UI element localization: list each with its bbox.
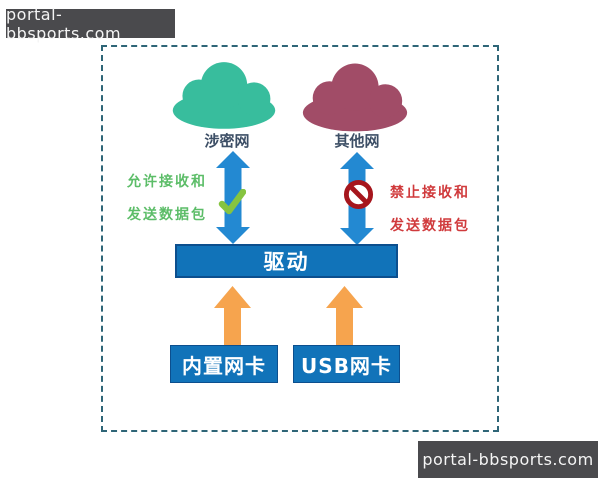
builtin-nic-label: 内置网卡 — [182, 353, 266, 378]
watermark-text: portal-bbsports.com — [422, 450, 594, 469]
double-arrow-classified-driver — [216, 151, 250, 244]
usb-nic-label: USB网卡 — [301, 353, 392, 378]
allow-note-line1: 允许接收和 — [127, 174, 207, 190]
builtin-nic-box: 内置网卡 — [170, 345, 278, 383]
up-arrow-builtin-nic — [214, 286, 251, 345]
driver-box: 驱动 — [175, 244, 398, 278]
allow-packets-note: 允许接收和 发送数据包 — [127, 166, 207, 232]
deny-note-line1: 禁止接收和 — [390, 185, 470, 201]
deny-packets-note: 禁止接收和 发送数据包 — [390, 177, 470, 243]
allow-note-line2: 发送数据包 — [127, 207, 207, 223]
other-network-cloud-icon — [302, 63, 408, 132]
usb-nic-box: USB网卡 — [293, 345, 400, 383]
check-icon — [218, 189, 246, 215]
classified-network-cloud-icon — [172, 62, 276, 129]
watermark-text: portal-bbsports.com — [6, 4, 122, 43]
watermark-bottom-right: portal-bbsports.com — [418, 441, 598, 478]
no-entry-icon — [343, 179, 374, 210]
up-arrow-usb-nic — [326, 286, 363, 345]
driver-label: 驱动 — [263, 250, 310, 274]
deny-note-line2: 发送数据包 — [390, 218, 470, 234]
watermark-top-left: portal-bbsports.com — [6, 5, 175, 43]
dashed-boundary-frame — [101, 45, 499, 432]
other-network-label: 其他网 — [334, 132, 380, 150]
classified-network-label: 涉密网 — [204, 132, 250, 150]
